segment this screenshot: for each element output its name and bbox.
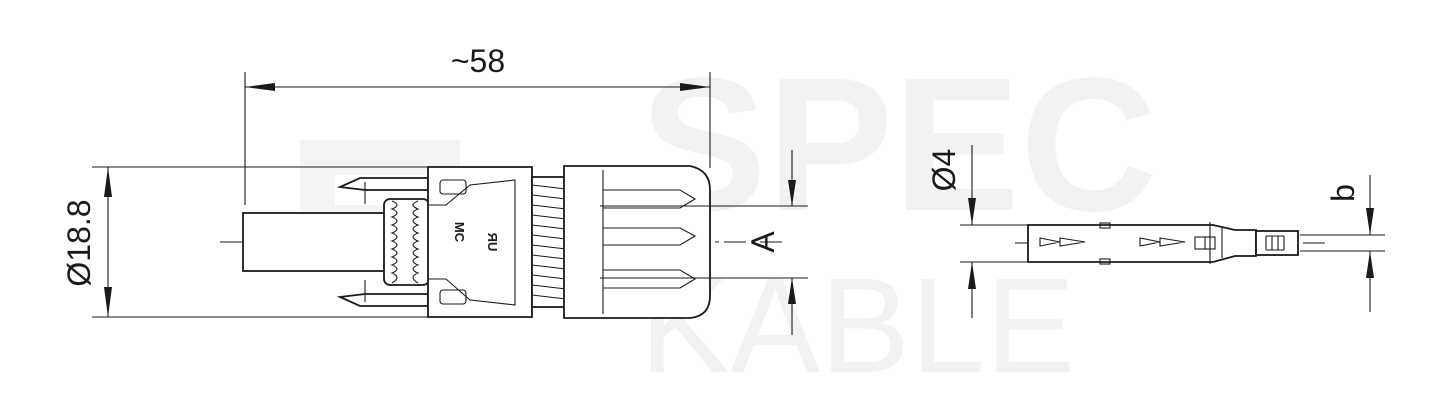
seal-ring-right xyxy=(412,200,420,284)
dim-a-arrow-top xyxy=(788,180,796,206)
dim-a-label: A xyxy=(745,231,781,253)
pin-mark-top xyxy=(1099,222,1111,229)
cable-nut xyxy=(563,165,711,319)
latch-top xyxy=(336,177,429,191)
watermark-kable: KABLE xyxy=(640,250,1075,401)
crimp-ribs xyxy=(1265,235,1285,251)
housing-body xyxy=(427,166,533,318)
dim-b-arrow-top xyxy=(1366,208,1374,235)
dim-4-arrow-bottom xyxy=(968,262,976,289)
pin-crimp-lines xyxy=(1209,222,1223,264)
watermark-spec: SPEC xyxy=(640,39,1157,251)
seal-ring-left xyxy=(390,200,398,284)
thread-lines xyxy=(531,184,567,300)
dim-58-arrow-left xyxy=(245,83,275,91)
housing-taper xyxy=(428,179,516,306)
pin-slots xyxy=(1039,237,1186,247)
dim-a-arrow-bottom xyxy=(788,278,796,304)
certification-logo: ЯU xyxy=(485,233,500,252)
pin-drawing: Ø4 b xyxy=(926,145,1385,318)
crimp-barrel xyxy=(1255,230,1299,256)
dim-4-arrow-top xyxy=(968,198,976,225)
dim-58-label: ~58 xyxy=(451,43,505,79)
dim-188-arrow-bottom xyxy=(104,287,112,317)
watermark: SPEC KABLE xyxy=(300,39,1157,401)
housing-tab-bottom xyxy=(439,289,467,305)
dim-188-arrow-top xyxy=(104,167,112,197)
nut-fin-3 xyxy=(603,269,697,289)
brand-logo: MC xyxy=(452,222,467,243)
nut-fin-1 xyxy=(603,189,697,209)
dim-b-arrow-bottom xyxy=(1366,251,1374,278)
dim-4-label: Ø4 xyxy=(926,149,962,192)
pin-mark-bottom xyxy=(1099,258,1111,265)
dim-b-label: b xyxy=(1325,184,1361,202)
latch-bottom xyxy=(336,293,429,307)
seal-housing xyxy=(383,198,430,286)
connector-drawing: MC ЯU ~58 Ø18.8 A xyxy=(61,43,808,335)
dim-58-arrow-right xyxy=(680,83,710,91)
dim-188-label: Ø18.8 xyxy=(61,199,97,286)
nut-fin-2 xyxy=(603,227,697,246)
housing-tab-top xyxy=(439,179,467,195)
contact-pin xyxy=(242,212,386,272)
pin-body xyxy=(1027,224,1257,263)
